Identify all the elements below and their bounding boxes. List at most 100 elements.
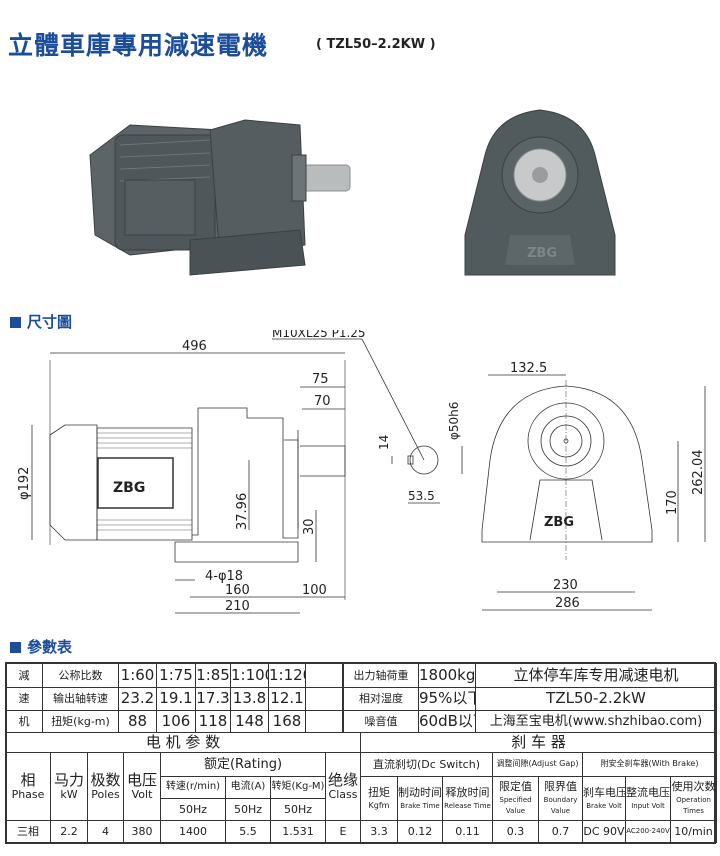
reducer-table: 減 公称比数 1:60 1:75 1:85 1:100 1:120 出力轴荷重 … bbox=[5, 663, 717, 733]
cell: 3.3 bbox=[360, 820, 398, 843]
dim-26204-label: 262.04 bbox=[691, 450, 706, 496]
cell bbox=[305, 663, 343, 688]
dim-100-label: 100 bbox=[302, 583, 327, 598]
square-bullet-icon bbox=[10, 642, 21, 653]
cell: 19.1 bbox=[156, 687, 196, 711]
cell: 4 bbox=[87, 820, 124, 843]
cell: 5.5 bbox=[225, 820, 271, 843]
group-label: 減 bbox=[5, 663, 43, 688]
row-label: 扭矩(kg-m) bbox=[42, 710, 119, 733]
row-label: 输出轴转速 bbox=[42, 687, 119, 711]
spec-value: 60dB以下 bbox=[418, 710, 476, 733]
dim-3796-label: 37.96 bbox=[235, 493, 250, 530]
dc-switch-header: 直流刹切(Dc Switch) bbox=[360, 752, 493, 777]
cell: 23.2 bbox=[118, 687, 157, 711]
motor-title: 电 机 参 数 bbox=[4, 732, 362, 753]
hz-label: 50Hz bbox=[270, 798, 326, 821]
dim-210-label: 210 bbox=[225, 599, 250, 614]
spec-value: 95%以下 bbox=[418, 687, 476, 711]
spec-key: 噪音值 bbox=[343, 710, 419, 733]
cell: 三相 bbox=[5, 820, 51, 843]
dim-70-label: 70 bbox=[314, 394, 331, 409]
dim-192-label: φ192 bbox=[17, 467, 32, 500]
cell bbox=[305, 710, 343, 733]
row-label: 公称比数 bbox=[42, 663, 119, 688]
with-brake-header: 附安全刹车器(With Brake) bbox=[581, 752, 718, 777]
cell: 106 bbox=[156, 710, 196, 733]
cell: 88 bbox=[118, 710, 157, 733]
table-row: 机 扭矩(kg-m) 88 106 118 148 168 噪音值 60dB以下… bbox=[5, 710, 717, 733]
dim-14-label: 14 bbox=[377, 435, 391, 450]
cell: 0.11 bbox=[442, 820, 493, 843]
holes-label: 4-φ18 bbox=[205, 569, 243, 584]
cell: 12.1 bbox=[268, 687, 306, 711]
cast-logo: ZBG bbox=[527, 246, 557, 261]
section-params: 參數表 bbox=[10, 636, 72, 657]
section-title: 尺寸圖 bbox=[27, 313, 73, 331]
logo-zbg-front: ZBG bbox=[544, 515, 574, 530]
cell: 17.3 bbox=[195, 687, 231, 711]
table-row: 速 输出轴转速 23.2 19.1 17.3 13.8 12.1 相对湿度 95… bbox=[5, 687, 717, 711]
model-label: ( TZL50–2.2KW ) bbox=[316, 37, 436, 52]
brake-title: 刹 车 器 bbox=[359, 732, 718, 753]
current-header: 电流(A) bbox=[225, 776, 271, 799]
cell: 2.2 bbox=[50, 820, 88, 843]
cell: 1:120 bbox=[268, 663, 306, 688]
product-info: 立体停车库专用减速电机 bbox=[475, 663, 717, 688]
adjust-gap-header: 调整间隙(Adjust Gap) bbox=[492, 752, 583, 777]
table-row: 三相 2.2 4 380 1400 5.5 1.531 E bbox=[5, 820, 362, 843]
group-label: 机 bbox=[5, 710, 43, 733]
cell: DC 90V bbox=[582, 820, 626, 843]
cell: 0.7 bbox=[538, 820, 583, 843]
dim-1325-label: 132.5 bbox=[510, 361, 547, 376]
dim-30-label: 30 bbox=[302, 518, 317, 535]
brake-table: 刹 车 器 直流刹切(Dc Switch) 调整间隙(Adjust Gap) 附… bbox=[359, 732, 718, 843]
dimension-drawing: 496 ZBG φ192 75 70 37.96 30 4-φ18 160 10… bbox=[17, 330, 706, 614]
section-dimensions: 尺寸圖 bbox=[10, 311, 72, 332]
cell: 1400 bbox=[160, 820, 226, 843]
table-row: 3.3 0.12 0.11 0.3 0.7 DC 90V AC200-240V … bbox=[360, 820, 718, 843]
cell: 10/min bbox=[669, 820, 718, 843]
spec-key: 出力轴荷重 bbox=[343, 663, 419, 688]
cell: 0.3 bbox=[492, 820, 539, 843]
logo-zbg: ZBG bbox=[113, 480, 145, 496]
cell: 118 bbox=[195, 710, 231, 733]
section-title: 參數表 bbox=[27, 638, 73, 656]
dim-535-label: 53.5 bbox=[408, 489, 435, 503]
dim-286-label: 286 bbox=[555, 596, 580, 611]
square-bullet-icon bbox=[10, 317, 21, 328]
cell: 1:100 bbox=[230, 663, 269, 688]
torque-header: 转矩(Kg-M) bbox=[270, 776, 326, 799]
cell: 168 bbox=[268, 710, 306, 733]
cell: 13.8 bbox=[230, 687, 269, 711]
dim-50h6-label: φ50h6 bbox=[447, 402, 461, 440]
dim-75-label: 75 bbox=[312, 372, 329, 387]
spec-key: 相对湿度 bbox=[343, 687, 419, 711]
dim-496-label: 496 bbox=[182, 339, 207, 354]
hz-label: 50Hz bbox=[160, 798, 226, 821]
product-info: TZL50-2.2kW bbox=[475, 687, 717, 711]
thread-label: M10XL25 P1.25 bbox=[272, 330, 366, 340]
hz-label: 50Hz bbox=[225, 798, 271, 821]
gear-motor-photo bbox=[89, 119, 351, 276]
cell: 1:85 bbox=[195, 663, 231, 688]
cell: 0.12 bbox=[397, 820, 443, 843]
gear-reducer-front-photo: ZBG bbox=[464, 109, 616, 276]
rating-header: 额定(Rating) bbox=[160, 752, 326, 777]
page-title: 立體車庫專用減速電機 bbox=[8, 31, 269, 60]
spec-value: 1800kg bbox=[418, 663, 476, 688]
group-label: 速 bbox=[5, 687, 43, 711]
cell: E bbox=[324, 820, 362, 843]
